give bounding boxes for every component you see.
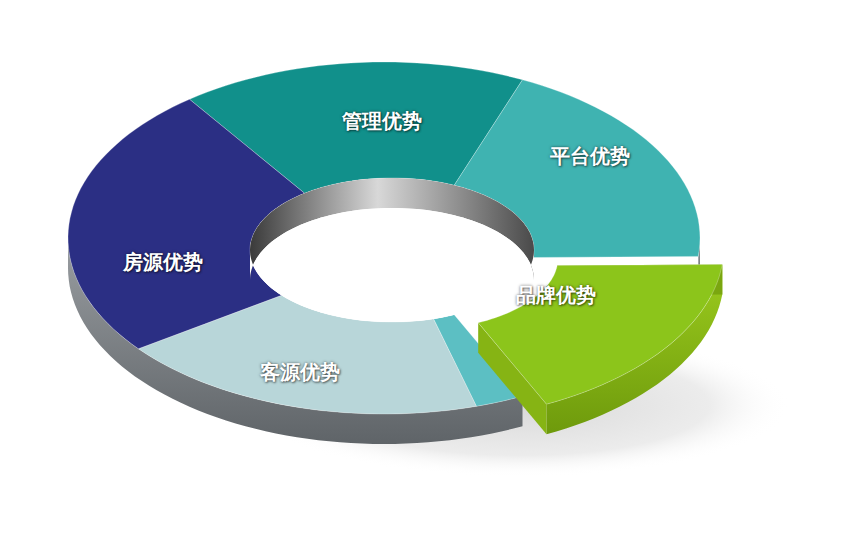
ring-hole-floor [250,208,534,322]
segment-label: 品牌优势 [512,280,600,311]
segment-brand [478,264,722,404]
ring-hole [250,178,534,322]
segment-label: 管理优势 [338,106,426,137]
segment-label: 房源优势 [119,247,207,278]
segment-text: 平台优势 [546,141,634,172]
segment-text: 品牌优势 [512,280,600,311]
ring [68,62,722,444]
segment-text: 管理优势 [338,106,426,137]
segment-label: 客源优势 [256,357,344,388]
segment-text: 房源优势 [119,247,207,278]
segment-text: 客源优势 [256,357,344,388]
segment-label: 平台优势 [546,141,634,172]
